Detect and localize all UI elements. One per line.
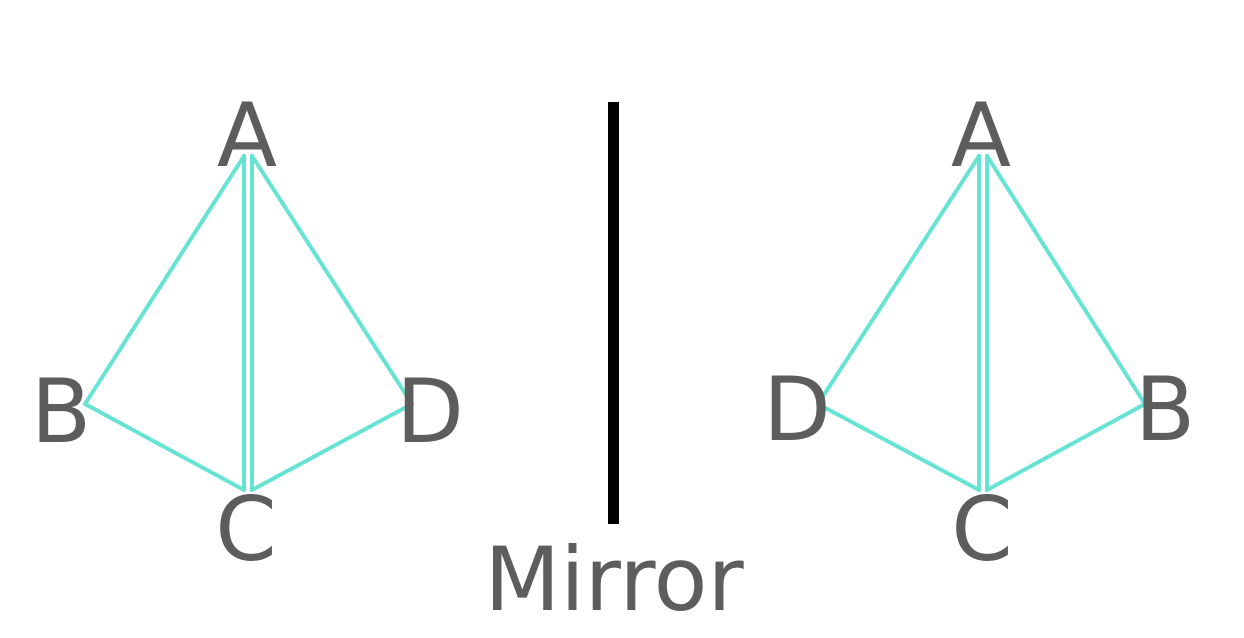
right-vertex-c: C bbox=[951, 478, 1012, 581]
left-edge-a-b bbox=[83, 154, 246, 406]
mirror-label: Mirror bbox=[484, 528, 744, 631]
left-molecule bbox=[83, 154, 414, 492]
mirror-line bbox=[608, 102, 619, 524]
left-edge-c-d bbox=[250, 402, 414, 492]
right-edge-c-b bbox=[985, 402, 1147, 492]
right-edge-a-b bbox=[985, 154, 1147, 406]
left-edge-b-c bbox=[83, 402, 246, 492]
left-vertex-b: B bbox=[31, 360, 91, 463]
left-vertex-labels: A B C D bbox=[31, 84, 464, 581]
right-vertex-b: B bbox=[1135, 358, 1195, 461]
left-vertex-a: A bbox=[217, 84, 277, 187]
left-vertex-c: C bbox=[215, 478, 276, 581]
left-vertex-d: D bbox=[396, 360, 464, 463]
right-vertex-a: A bbox=[951, 84, 1011, 187]
right-molecule bbox=[816, 154, 1147, 492]
right-edge-d-c bbox=[816, 402, 981, 492]
right-vertex-d: D bbox=[763, 358, 831, 461]
left-edge-a-d bbox=[250, 154, 414, 406]
right-edge-a-d bbox=[816, 154, 981, 406]
right-vertex-labels: A D C B bbox=[763, 84, 1195, 581]
